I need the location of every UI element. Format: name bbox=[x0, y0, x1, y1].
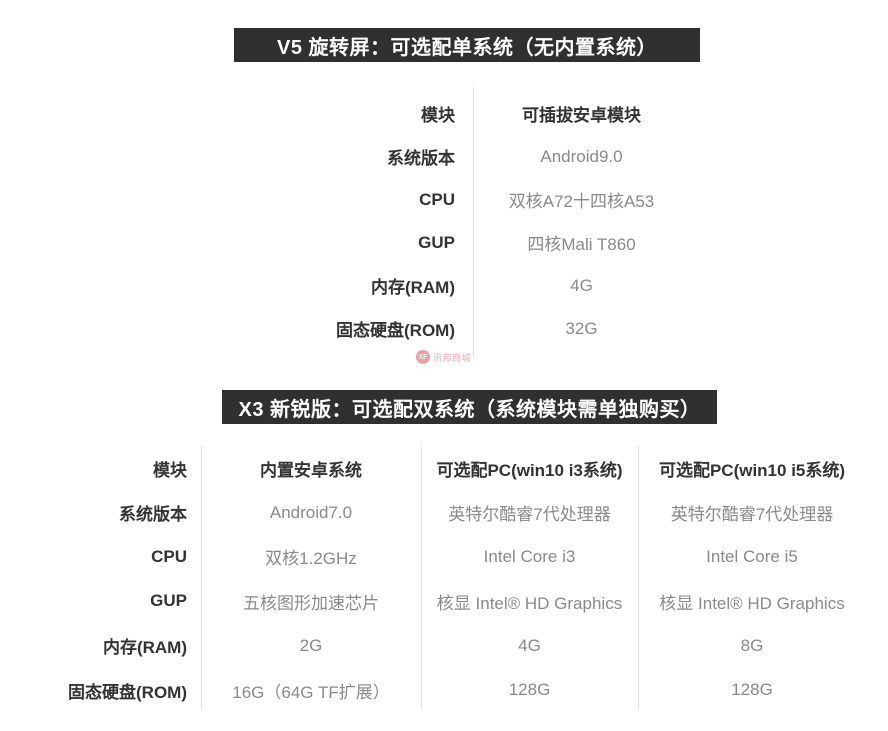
spec-label-os: 系统版本 bbox=[387, 149, 455, 168]
table2-column-divider-2 bbox=[421, 446, 422, 710]
spec-col1-cpu: 双核1.2GHz bbox=[265, 549, 357, 569]
spec-value-module: 可插拔安卓模块 bbox=[522, 106, 641, 125]
table2-column-divider-1 bbox=[201, 446, 202, 710]
spec-label-ram: 内存(RAM) bbox=[102, 638, 187, 658]
section-title-x3: X3 新锐版：可选配双系统（系统模块需单独购买） bbox=[222, 390, 717, 424]
spec-value-gpu: 四核Mali T860 bbox=[527, 235, 636, 254]
spec-label-cpu: CPU bbox=[419, 189, 455, 209]
spec-label-cpu: CPU bbox=[151, 546, 187, 566]
watermark-label: 讯邦商城 bbox=[433, 352, 472, 363]
spec-col1-os: Android7.0 bbox=[269, 502, 353, 522]
section-title-v5: V5 旋转屏：可选配单系统（无内置系统） bbox=[234, 28, 700, 62]
spec-label-gpu: GUP bbox=[150, 591, 187, 611]
spec-value-ram: 4G bbox=[570, 275, 593, 295]
spec-label-os: 系统版本 bbox=[119, 505, 187, 525]
spec-value-cpu: 双核A72十四核A53 bbox=[508, 192, 655, 211]
watermark-logo-icon: XF bbox=[416, 350, 430, 364]
spec-label-ram: 内存(RAM) bbox=[370, 278, 455, 297]
spec-label-rom: 固态硬盘(ROM) bbox=[68, 682, 187, 702]
spec-col2-module: 可选配PC(win10 i3系统) bbox=[436, 460, 623, 480]
watermark: XF 讯邦商城 bbox=[416, 350, 471, 364]
table1-column-divider bbox=[473, 87, 474, 358]
spec-col3-module: 可选配PC(win10 i5系统) bbox=[658, 460, 846, 480]
spec-col2-cpu: Intel Core i3 bbox=[483, 546, 576, 566]
spec-col1-rom: 16G（64G TF扩展） bbox=[232, 682, 390, 702]
spec-col3-cpu: Intel Core i5 bbox=[706, 546, 798, 566]
spec-label-module: 模块 bbox=[421, 106, 455, 125]
spec-col3-ram: 8G bbox=[740, 635, 764, 655]
spec-value-os: Android9.0 bbox=[540, 146, 623, 166]
spec-label-gpu: GUP bbox=[418, 232, 455, 252]
table2-column-divider-3 bbox=[638, 446, 639, 710]
spec-col1-module: 内置安卓系统 bbox=[260, 460, 362, 480]
spec-col1-gpu: 五核图形加速芯片 bbox=[243, 593, 379, 613]
spec-label-rom: 固态硬盘(ROM) bbox=[336, 321, 455, 340]
spec-col2-os: 英特尔酷睿7代处理器 bbox=[448, 505, 611, 525]
spec-col3-os: 英特尔酷睿7代处理器 bbox=[670, 505, 834, 525]
v5-spec-table: 模块 可插拔安卓模块 系统版本 Android9.0 CPU 双核A72十四核A… bbox=[280, 92, 690, 350]
spec-col1-ram: 2G bbox=[299, 635, 323, 655]
spec-col2-ram: 4G bbox=[518, 635, 541, 655]
spec-col2-rom: 128G bbox=[508, 680, 551, 700]
spec-col3-gpu: 核显 Intel® HD Graphics bbox=[659, 593, 845, 613]
spec-col2-gpu: 核显 Intel® HD Graphics bbox=[436, 593, 623, 613]
spec-label-module: 模块 bbox=[153, 460, 187, 480]
spec-col3-rom: 128G bbox=[731, 680, 773, 700]
spec-value-rom: 32G bbox=[565, 318, 598, 338]
x3-spec-table: 模块 内置安卓系统 可选配PC(win10 i3系统) 可选配PC(win10 … bbox=[40, 446, 866, 712]
